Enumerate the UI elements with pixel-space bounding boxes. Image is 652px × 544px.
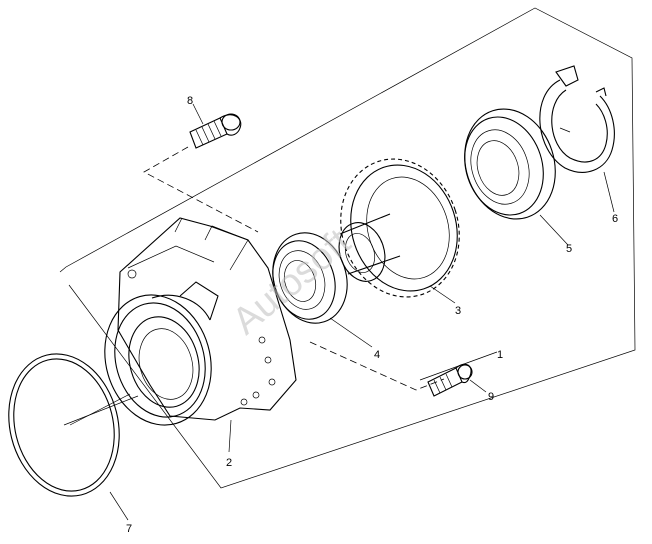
assembly-outline <box>59 7 636 489</box>
bolt-upper <box>189 113 242 149</box>
callout-5: 5 <box>566 243 572 255</box>
callout-7: 7 <box>126 523 132 535</box>
snap-ring <box>539 65 615 173</box>
housing <box>69 217 297 426</box>
callout-1: 1 <box>497 349 503 361</box>
bearing-large <box>464 108 556 220</box>
callout-4: 4 <box>374 349 380 361</box>
o-ring <box>8 353 139 497</box>
callout-8: 8 <box>187 95 193 107</box>
callout-2: 2 <box>226 457 232 469</box>
callout-9: 9 <box>488 391 494 403</box>
dashed-guides <box>143 146 445 391</box>
callout-6: 6 <box>612 213 618 225</box>
gear <box>338 158 460 298</box>
leader-lines <box>109 103 615 521</box>
bolt-lower <box>427 363 473 397</box>
callout-3: 3 <box>455 305 461 317</box>
callout-labels: 1 2 3 4 5 6 7 8 9 <box>126 95 618 535</box>
